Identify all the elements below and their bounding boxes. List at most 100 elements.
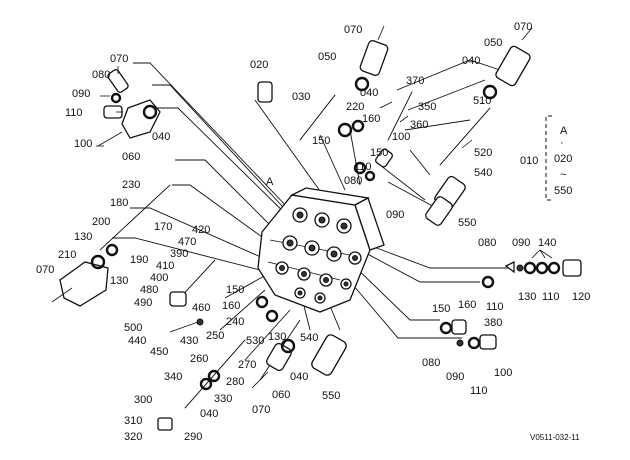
label-520: 520: [474, 147, 492, 159]
range-note-tilde: ~: [560, 169, 566, 181]
label-250: 250: [206, 330, 224, 342]
label-280: 280: [226, 376, 244, 388]
label-180: 180: [110, 197, 128, 209]
label-040-right: 040: [462, 55, 480, 67]
label-220: 220: [346, 101, 364, 113]
control-valve-body: [257, 187, 385, 313]
part-plug-020: [257, 81, 273, 103]
label-090-lowright: 090: [446, 371, 464, 383]
label-350: 350: [418, 101, 436, 113]
parts: [51, 25, 582, 431]
label-540: 540: [474, 167, 492, 179]
label-070-right: 070: [514, 21, 532, 33]
part-solenoid-050: [359, 40, 389, 76]
label-450: 450: [150, 346, 168, 358]
range-note-from: A: [560, 125, 568, 137]
label-110-right2: 110: [486, 301, 504, 313]
label-080-right: 080: [478, 237, 496, 249]
label-130-low: 130: [268, 331, 286, 343]
label-070: 100: [74, 138, 92, 150]
range-note-to-num: 550: [554, 185, 572, 197]
part-labels: 070 080 090 110 100 060 040 020 030 050 …: [36, 21, 590, 443]
label-060: 060: [122, 151, 140, 163]
label-510: 510: [473, 95, 491, 107]
label-330: 330: [214, 393, 232, 405]
label-080-mid: 080: [344, 175, 362, 187]
label-160-low: 160: [222, 300, 240, 312]
label-040: 040: [152, 131, 170, 143]
label-050-right: 050: [484, 37, 502, 49]
label-140: 140: [538, 237, 556, 249]
label-090: 080: [92, 69, 110, 81]
label-360: 360: [410, 119, 428, 131]
label-120: 120: [572, 291, 590, 303]
part-banjo-060: [121, 99, 161, 139]
label-530: 530: [246, 335, 264, 347]
view-marker-A: A: [266, 176, 274, 188]
label-130: 130: [74, 231, 92, 243]
label-460: 460: [192, 302, 210, 314]
label-440: 440: [128, 335, 146, 347]
label-110: 090: [72, 88, 90, 100]
part-solenoid-050-right: [495, 45, 531, 87]
label-300: 300: [134, 394, 152, 406]
label-080: 070: [110, 53, 128, 65]
label-090-right: 090: [512, 237, 530, 249]
label-160: 160: [362, 113, 380, 125]
label-110-right: 110: [542, 291, 560, 303]
part-relief-valve-550: [425, 196, 453, 226]
label-490: 490: [134, 297, 152, 309]
label-150-low: 150: [226, 284, 244, 296]
label-270: 270: [238, 359, 256, 371]
label-550: 550: [458, 217, 476, 229]
label-240: 240: [226, 316, 244, 328]
figure-code: V0511-032-11: [530, 433, 580, 442]
label-390: 390: [170, 248, 188, 260]
label-340: 340: [164, 371, 182, 383]
part-check-ball: [504, 260, 515, 274]
leader-lines: [96, 66, 553, 259]
label-470: 470: [178, 236, 196, 248]
label-070-low: 070: [252, 404, 270, 416]
label-070-left: 070: [36, 264, 54, 276]
part-o-ring-040: [142, 104, 158, 120]
label-500: 500: [124, 322, 142, 334]
range-note: 010 A · 020 ~ 550: [520, 125, 572, 197]
label-050: 050: [318, 51, 336, 63]
label-410: 410: [156, 260, 174, 272]
label-110-lowright: 110: [470, 385, 488, 397]
label-040-low2: 040: [290, 371, 308, 383]
label-310: 310: [124, 415, 142, 427]
label-020: 020: [250, 59, 268, 71]
label-210: 210: [58, 249, 76, 261]
label-480: 480: [140, 284, 158, 296]
label-550-low: 550: [322, 390, 340, 402]
label-260: 260: [190, 353, 208, 365]
label-090-mid: 090: [386, 209, 404, 221]
label-400: 400: [150, 272, 168, 284]
label-200: 200: [92, 216, 110, 228]
part-relief-valve-550-lower: [311, 334, 347, 376]
label-130-left: 130: [110, 275, 128, 287]
label-540-low: 540: [300, 332, 318, 344]
label-100-lowright: 100: [494, 367, 512, 379]
range-bracket: [545, 115, 552, 201]
label-150: 150: [312, 135, 330, 147]
part-o-ring: [110, 92, 122, 104]
range-note-id: 010: [520, 155, 538, 167]
range-note-dot: ·: [560, 137, 564, 149]
label-060-low: 060: [272, 389, 290, 401]
label-380: 380: [484, 317, 502, 329]
part-cap-210: [59, 261, 109, 307]
part-plug: [107, 69, 129, 93]
label-370: 370: [406, 75, 424, 87]
part-plug-120: [562, 259, 582, 277]
label-230: 230: [122, 179, 140, 191]
label-430: 430: [180, 335, 198, 347]
label-100: 110: [65, 107, 83, 119]
range-note-from-num: 020: [554, 153, 572, 165]
label-080-lowright: 080: [422, 357, 440, 369]
label-100-mid: 100: [392, 131, 410, 143]
